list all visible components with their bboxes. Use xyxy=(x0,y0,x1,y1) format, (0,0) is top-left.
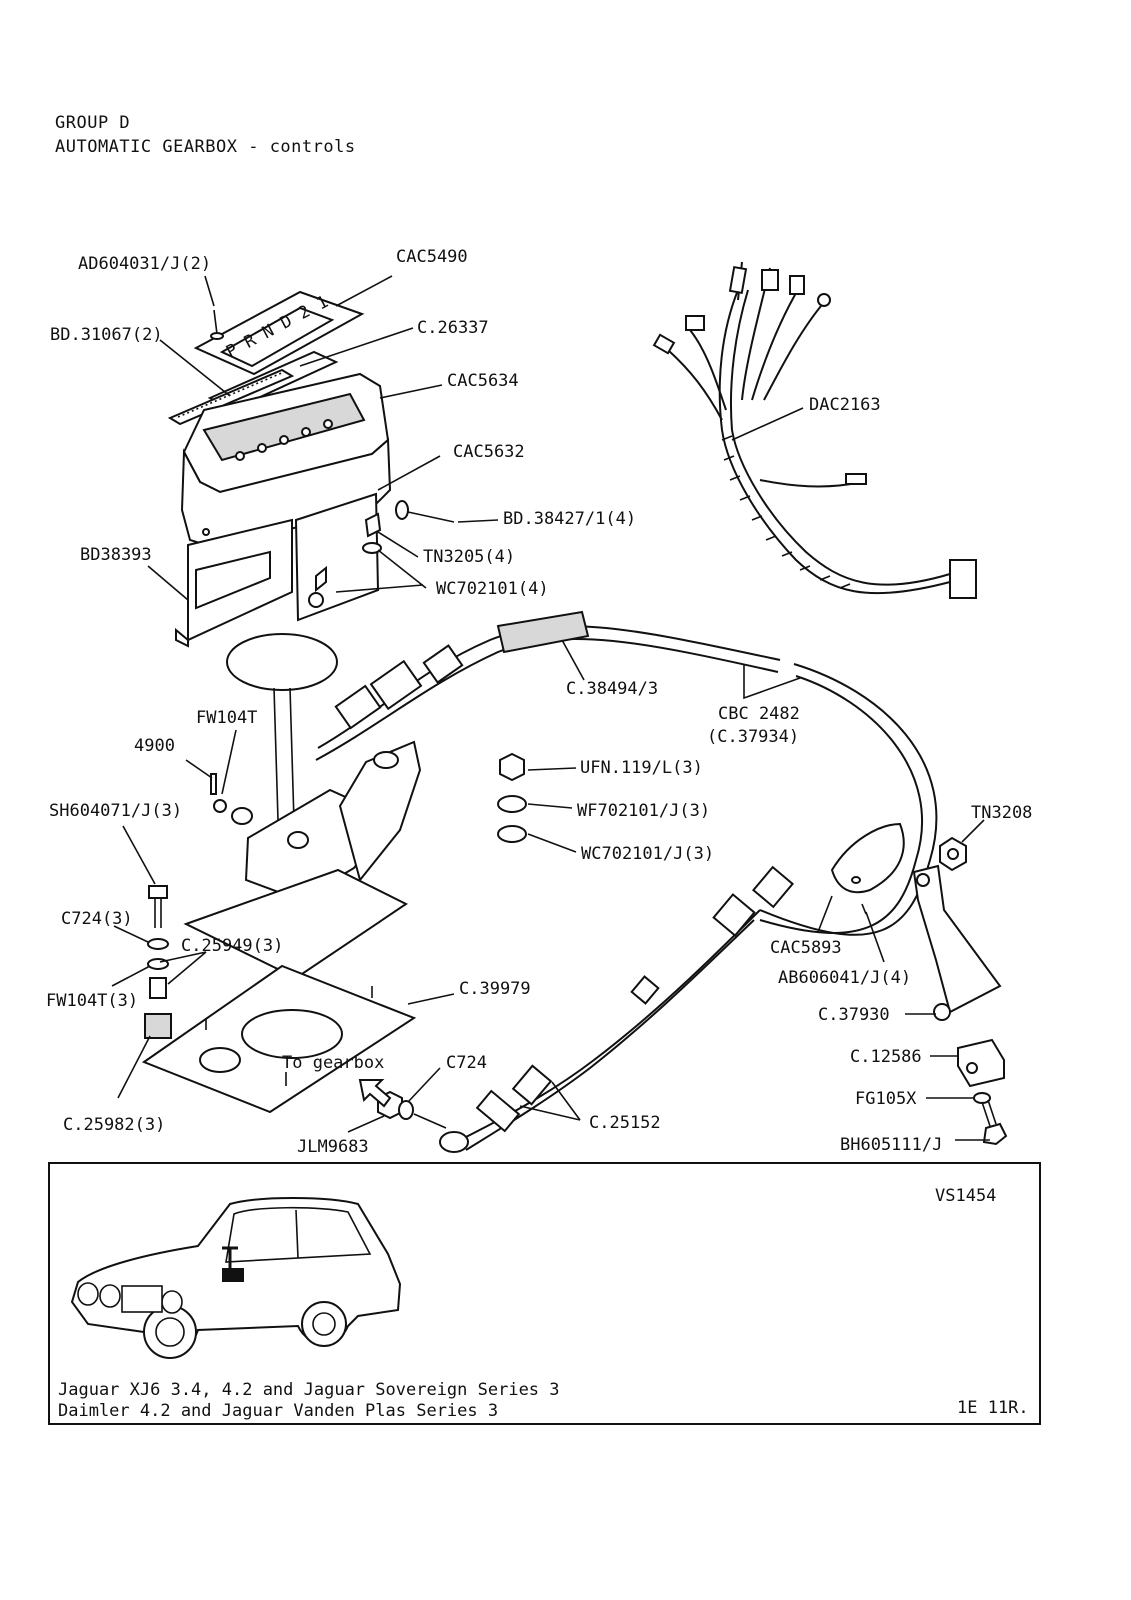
washer-c724 xyxy=(398,1100,414,1120)
label-dac2163: DAC2163 xyxy=(809,395,881,415)
screw-ad604031 xyxy=(210,309,224,340)
label-fw104t-3: FW104T(3) xyxy=(46,991,138,1011)
label-cbc2482: CBC 2482 xyxy=(718,704,800,724)
plate-hole-small xyxy=(199,1047,241,1073)
washer-fg105x xyxy=(973,1092,991,1104)
label-c38494: C.38494/3 xyxy=(566,679,658,699)
models-line-1: Jaguar XJ6 3.4, 4.2 and Jaguar Sovereign… xyxy=(58,1380,560,1400)
label-c37930: C.37930 xyxy=(818,1005,890,1025)
label-wc702101-j3: WC702101/J(3) xyxy=(581,844,714,864)
label-jlm9683: JLM9683 xyxy=(297,1137,369,1157)
mounting-plate-upper xyxy=(183,868,408,980)
page-title: AUTOMATIC GEARBOX - controls xyxy=(55,137,356,157)
bolt-bd38427 xyxy=(395,500,455,523)
label-c25982: C.25982(3) xyxy=(63,1115,165,1135)
label-c26337: C.26337 xyxy=(417,318,489,338)
label-bh605111: BH605111/J xyxy=(840,1135,942,1155)
drawing-code: VS1454 xyxy=(935,1186,997,1206)
fasteners-stack xyxy=(144,885,172,1039)
label-fg105x: FG105X xyxy=(855,1089,917,1109)
page-reference: 1E 11R. xyxy=(957,1398,1029,1418)
bracket-left xyxy=(175,518,293,648)
label-fw104t: FW104T xyxy=(196,708,257,728)
label-bd31067: BD.31067(2) xyxy=(50,325,163,345)
label-tn3208: TN3208 xyxy=(971,803,1032,823)
label-c39979: C.39979 xyxy=(459,979,531,999)
bracket-right xyxy=(294,492,382,622)
housing xyxy=(180,372,392,550)
label-ufn119: UFN.119/L(3) xyxy=(580,758,703,778)
cable-bracket xyxy=(830,822,1002,1021)
label-c12586: C.12586 xyxy=(850,1047,922,1067)
label-c37934: (C.37934) xyxy=(707,727,799,747)
clamp-c12586 xyxy=(957,1038,1005,1088)
selector-lever xyxy=(226,633,338,823)
bolt-bh605111 xyxy=(981,1099,1008,1146)
leader-lines xyxy=(111,275,990,1141)
selector-cable xyxy=(315,610,938,1153)
label-ab606041: AB606041/J(4) xyxy=(778,968,911,988)
label-cac5893: CAC5893 xyxy=(770,938,842,958)
label-cac5632: CAC5632 xyxy=(453,442,525,462)
label-c724-3: C724(3) xyxy=(61,909,133,929)
label-c25152: C.25152 xyxy=(589,1113,661,1133)
label-sh604071: SH604071/J(3) xyxy=(49,801,182,821)
strip-bd31067 xyxy=(167,368,295,426)
label-cac5634: CAC5634 xyxy=(447,371,519,391)
gearbox-arrow xyxy=(358,1079,392,1108)
nut-tn3208 xyxy=(939,836,967,872)
plate-hole-large xyxy=(241,1009,343,1059)
label-wf702101: WF702101/J(3) xyxy=(577,801,710,821)
label-4900: 4900 xyxy=(134,736,175,756)
wiring-harness xyxy=(652,261,977,599)
car-illustration xyxy=(70,1197,402,1359)
group-heading: GROUP D xyxy=(55,113,131,133)
label-bd38393: BD38393 xyxy=(80,545,152,565)
label-c724: C724 xyxy=(446,1053,487,1073)
nut-washer-set xyxy=(497,752,527,843)
label-c25949: C.25949(3) xyxy=(181,936,283,956)
models-line-2: Daimler 4.2 and Jaguar Vanden Plas Serie… xyxy=(58,1401,499,1421)
label-cac5490: CAC5490 xyxy=(396,247,468,267)
label-tn3205: TN3205(4) xyxy=(423,547,515,567)
model-info-box: VS1454 Jaguar XJ6 3.4, 4.2 and Jaguar So… xyxy=(48,1162,1041,1425)
split-pin xyxy=(210,773,217,795)
label-to-gearbox: To gearbox xyxy=(282,1053,384,1073)
label-wc702101-4: WC702101(4) xyxy=(436,579,549,599)
label-bd38427: BD.38427/1(4) xyxy=(503,509,636,529)
label-ad604031: AD604031/J(2) xyxy=(78,254,211,274)
